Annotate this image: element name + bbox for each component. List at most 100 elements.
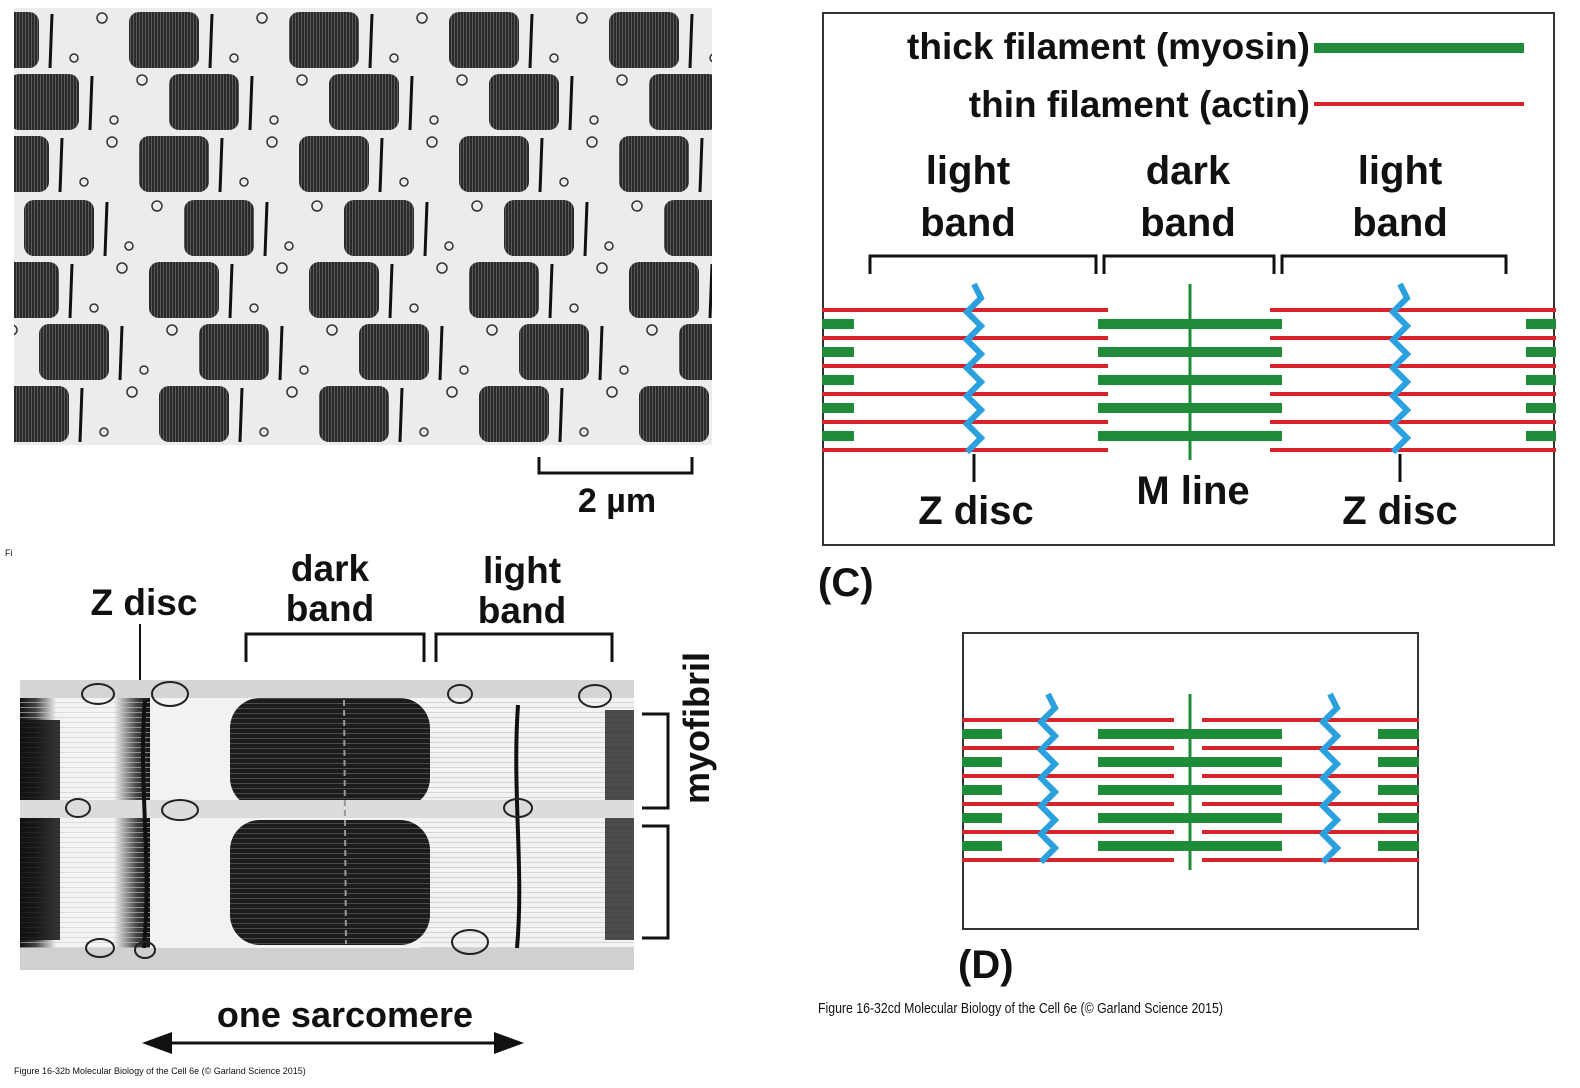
panel-d-frame — [962, 632, 1419, 930]
overview-vesicle — [419, 427, 429, 437]
overview-vesicle — [579, 427, 589, 437]
overview-vesicle — [166, 324, 178, 336]
d-z-disc-right — [1318, 692, 1342, 865]
overview-z-line — [248, 75, 254, 131]
panel-d-label: (D) — [958, 943, 1014, 987]
c-light-band-right-1: light — [1357, 149, 1443, 193]
overview-dark-band — [14, 136, 49, 192]
dark-band-label-b-2: band — [285, 588, 375, 629]
overview-dark-band — [299, 136, 369, 192]
overview-z-line — [68, 263, 74, 319]
overview-dark-band — [619, 136, 689, 192]
overview-dark-band — [664, 200, 712, 256]
c-light-band-left-1: light — [925, 149, 1011, 193]
overview-z-line — [438, 325, 444, 381]
overview-vesicle — [444, 241, 454, 251]
z-disc-label-b: Z disc — [90, 582, 198, 623]
legend-swatches — [1314, 43, 1524, 106]
overview-z-line — [698, 137, 704, 193]
overview-vesicle — [99, 427, 109, 437]
overview-dark-band — [679, 324, 712, 380]
overview-z-line — [118, 325, 124, 381]
overview-vesicle — [286, 386, 298, 398]
overview-z-line — [208, 13, 214, 69]
c-z-disc-right-label: Z disc — [1342, 489, 1458, 533]
overview-dark-band — [489, 74, 559, 130]
overview-z-line — [548, 263, 554, 319]
overview-z-line — [408, 75, 414, 131]
overview-z-line — [278, 325, 284, 381]
overview-dark-band — [649, 74, 712, 130]
caption-cd: Figure 16-32cd Molecular Biology of the … — [818, 1000, 1223, 1017]
overview-vesicle — [549, 53, 559, 63]
overview-dark-band — [479, 386, 549, 442]
overview-z-line — [388, 263, 394, 319]
overview-z-line — [103, 201, 109, 257]
overview-vesicle — [259, 427, 269, 437]
overview-dark-band — [309, 262, 379, 318]
overview-vesicle — [299, 365, 309, 375]
overview-vesicle — [559, 177, 569, 187]
overview-dark-band — [169, 74, 239, 130]
overview-dark-band — [39, 324, 109, 380]
overview-vesicle — [429, 115, 439, 125]
overview-vesicle — [256, 12, 268, 24]
d-z-disc-left — [1036, 692, 1060, 865]
overview-dark-band — [139, 136, 209, 192]
overview-vesicle — [709, 53, 712, 63]
dark-band-label-b-1: dark — [290, 548, 370, 589]
overview-vesicle — [124, 241, 134, 251]
legend-thick-label: thick filament (myosin) — [907, 26, 1310, 67]
overview-vesicle — [604, 241, 614, 251]
scale-bar-label: 2 µm — [577, 482, 657, 520]
overview-dark-band — [14, 74, 79, 130]
overview-vesicle — [486, 324, 498, 336]
overview-vesicle — [409, 303, 419, 313]
overview-dark-band — [519, 324, 589, 380]
overview-vesicle — [569, 303, 579, 313]
overview-dark-band — [184, 200, 254, 256]
overview-z-line — [598, 325, 604, 381]
overview-vesicle — [631, 200, 643, 212]
overview-dark-band — [639, 386, 709, 442]
overview-dark-band — [609, 12, 679, 68]
overview-vesicle — [456, 74, 468, 86]
sarcomere-double-arrow — [142, 1032, 524, 1054]
overview-z-line — [48, 13, 54, 69]
overview-dark-band — [449, 12, 519, 68]
overview-vesicle — [239, 177, 249, 187]
overview-z-line — [228, 263, 234, 319]
overview-z-line — [708, 263, 712, 319]
overview-vesicle — [389, 53, 399, 63]
c-z-disc-left — [962, 282, 986, 455]
overview-vesicle — [311, 200, 323, 212]
overview-dark-band — [14, 12, 39, 68]
overview-vesicle — [106, 136, 118, 148]
overview-z-line — [78, 387, 84, 443]
overview-vesicle — [596, 262, 608, 274]
overview-z-line — [238, 387, 244, 443]
overview-vesicle — [471, 200, 483, 212]
sarcomere-label: one sarcomere — [216, 994, 474, 1035]
overview-vesicle — [616, 74, 628, 86]
light-band-label-b-1: light — [482, 550, 562, 591]
c-z-disc-right — [1388, 282, 1412, 455]
overview-z-line — [528, 13, 534, 69]
overview-vesicle — [589, 115, 599, 125]
overview-vesicle — [284, 241, 294, 251]
overview-z-line — [538, 137, 544, 193]
overview-dark-band — [149, 262, 219, 318]
light-band-label-b-2: band — [477, 590, 567, 631]
overview-dark-band — [459, 136, 529, 192]
overview-dark-band — [329, 74, 399, 130]
overview-vesicle — [326, 324, 338, 336]
overview-z-line — [88, 75, 94, 131]
overview-vesicle — [436, 262, 448, 274]
overview-dark-band — [24, 200, 94, 256]
overview-dark-band — [629, 262, 699, 318]
overview-z-line — [368, 13, 374, 69]
overview-vesicle — [276, 262, 288, 274]
overview-vesicle — [426, 136, 438, 148]
overview-vesicle — [79, 177, 89, 187]
overview-vesicle — [446, 386, 458, 398]
